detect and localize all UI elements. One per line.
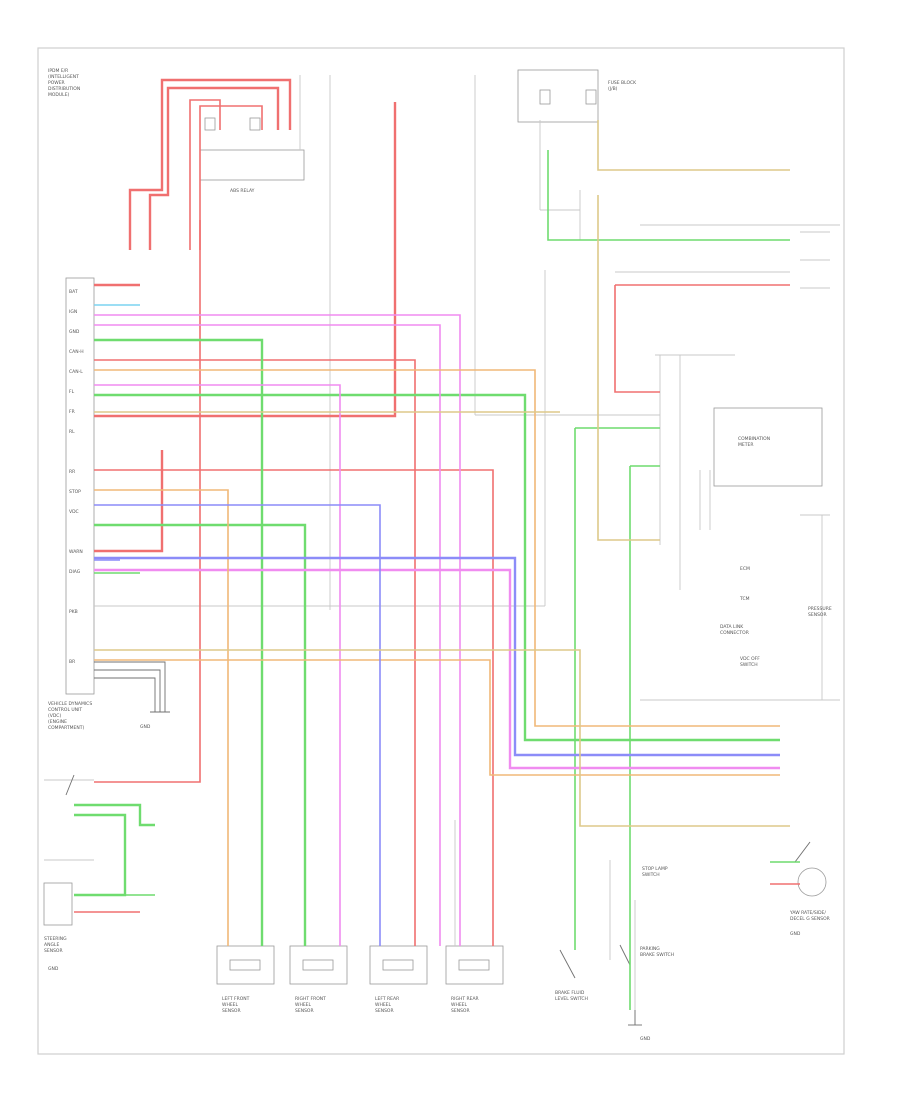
- wheel-sensor-2-box: [289, 945, 348, 985]
- pressure-sensor-label-2: SENSOR: [808, 612, 827, 618]
- vdc-off-label-2: SWITCH: [740, 662, 758, 668]
- ground-labels: GND GND GND GND: [48, 724, 801, 1042]
- pin-label: RR: [69, 469, 75, 475]
- ground-label: GND: [48, 966, 59, 972]
- parking-brake-label-2: BRAKE SWITCH: [640, 952, 674, 958]
- parking-brake-label-1: PARKING: [640, 946, 660, 952]
- ecu-label-4: (ENGINE: [48, 719, 67, 725]
- abs-relay-box: [199, 149, 305, 181]
- wheel-sensor-2-label-3: SENSOR: [295, 1008, 314, 1014]
- pin-label: IGN: [69, 309, 77, 315]
- brake-fluid-label-1: BRAKE FLUID: [555, 990, 585, 996]
- ecm-label: ECM: [740, 566, 750, 572]
- wheel-sensor-2-label-1: RIGHT FRONT: [295, 996, 326, 1002]
- ecu-label-3: (VDC): [48, 713, 61, 719]
- wheel-sensor-3-label-2: WHEEL: [375, 1002, 392, 1008]
- wheel-sensor-4-label-2: WHEEL: [451, 1002, 468, 1008]
- ecu-label-5: COMPARTMENT): [48, 725, 84, 731]
- pin-label: BAT: [69, 289, 78, 295]
- fuse-block-box: [517, 69, 599, 123]
- ipdm-label-1: IPDM E/R: [48, 68, 68, 74]
- pin-label: CAN-L: [69, 369, 83, 375]
- ground-label: GND: [640, 1036, 651, 1042]
- data-link-label-1: DATA LINK: [720, 624, 744, 630]
- pin-label: GND: [69, 329, 80, 335]
- dark-ground-wires: [65, 661, 811, 1026]
- wheel-sensor-1-label-3: SENSOR: [222, 1008, 241, 1014]
- ecu-label-1: VEHICLE DYNAMICS: [48, 701, 92, 707]
- wheel-sensor-4-box: [445, 945, 504, 985]
- ecu-connector: [65, 277, 95, 695]
- abs-relay-label: ABS RELAY: [230, 188, 255, 194]
- combination-meter-label-1: COMBINATION: [738, 436, 770, 442]
- tcm-label: TCM: [739, 596, 750, 602]
- ipdm-label-3: POWER: [48, 80, 65, 86]
- fuse-block-label-2: (J/B): [608, 86, 618, 92]
- wheel-sensor-3-box: [369, 945, 428, 985]
- wheel-sensor-4-label-1: RIGHT REAR: [451, 996, 479, 1002]
- pin-label: PKB: [69, 609, 78, 615]
- pressure-sensor-label-1: PRESSURE: [808, 606, 832, 612]
- wheel-sensor-1-label-2: WHEEL: [222, 1002, 239, 1008]
- ground-label: GND: [790, 931, 801, 937]
- brake-fluid-label-2: LEVEL SWITCH: [555, 996, 588, 1002]
- wheel-sensor-1-box: [216, 945, 275, 985]
- diagram-frame: [37, 47, 845, 1055]
- pin-label: WARN: [69, 549, 83, 555]
- stop-lamp-label-2: SWITCH: [642, 872, 660, 878]
- ipdm-label-2: (INTELLIGENT: [48, 74, 79, 80]
- pin-label: CAN-H: [69, 349, 84, 355]
- wheel-sensor-3-label-1: LEFT REAR: [375, 996, 399, 1002]
- ipdm-label-4: DISTRIBUTION: [48, 86, 80, 92]
- wheel-sensor-1-label-1: LEFT FRONT: [222, 996, 250, 1002]
- wheel-sensor-4-label-3: SENSOR: [451, 1008, 470, 1014]
- steering-sensor-label-3: SENSOR: [44, 948, 63, 954]
- pin-label: DIAG: [69, 569, 81, 575]
- yaw-sensor-circle: [797, 867, 827, 897]
- steering-sensor-label-2: ANGLE: [44, 942, 59, 948]
- stop-lamp-label-1: STOP LAMP: [642, 866, 668, 872]
- pin-label: RL: [69, 429, 75, 435]
- ecu-label-2: CONTROL UNIT: [48, 707, 82, 713]
- pin-label: BR: [69, 659, 75, 665]
- component-boxes: [43, 69, 827, 985]
- combination-meter-label-2: METER: [738, 442, 753, 448]
- pin-labels: BAT IGN GND CAN-H CAN-L FL FR RL RR STOP…: [69, 289, 84, 665]
- yaw-sensor-label-2: DECEL G SENSOR: [790, 916, 830, 922]
- colored-wires: [74, 78, 800, 1010]
- component-labels: VEHICLE DYNAMICS CONTROL UNIT (VDC) (ENG…: [44, 68, 832, 1014]
- vdc-off-label-1: VDC OFF: [740, 656, 760, 662]
- yaw-sensor-label-1: YAW RATE/SIDE/: [789, 910, 826, 916]
- fuse-block-label-1: FUSE BLOCK: [608, 80, 637, 86]
- pin-label: STOP: [69, 489, 81, 495]
- pin-label: VDC: [69, 509, 79, 515]
- ipdm-label-5: MODULE): [48, 92, 70, 98]
- gray-wires: [44, 75, 840, 1025]
- ground-label: GND: [140, 724, 151, 730]
- relay-contacts: [204, 89, 597, 971]
- pin-label: FR: [69, 409, 75, 415]
- pin-label: FL: [69, 389, 75, 395]
- wheel-sensor-3-label-3: SENSOR: [375, 1008, 394, 1014]
- steering-sensor-box: [43, 882, 73, 926]
- wheel-sensor-2-label-2: WHEEL: [295, 1002, 312, 1008]
- steering-sensor-label-1: STEERING: [44, 936, 67, 942]
- data-link-label-2: CONNECTOR: [720, 630, 749, 636]
- combination-meter-box: [713, 407, 823, 487]
